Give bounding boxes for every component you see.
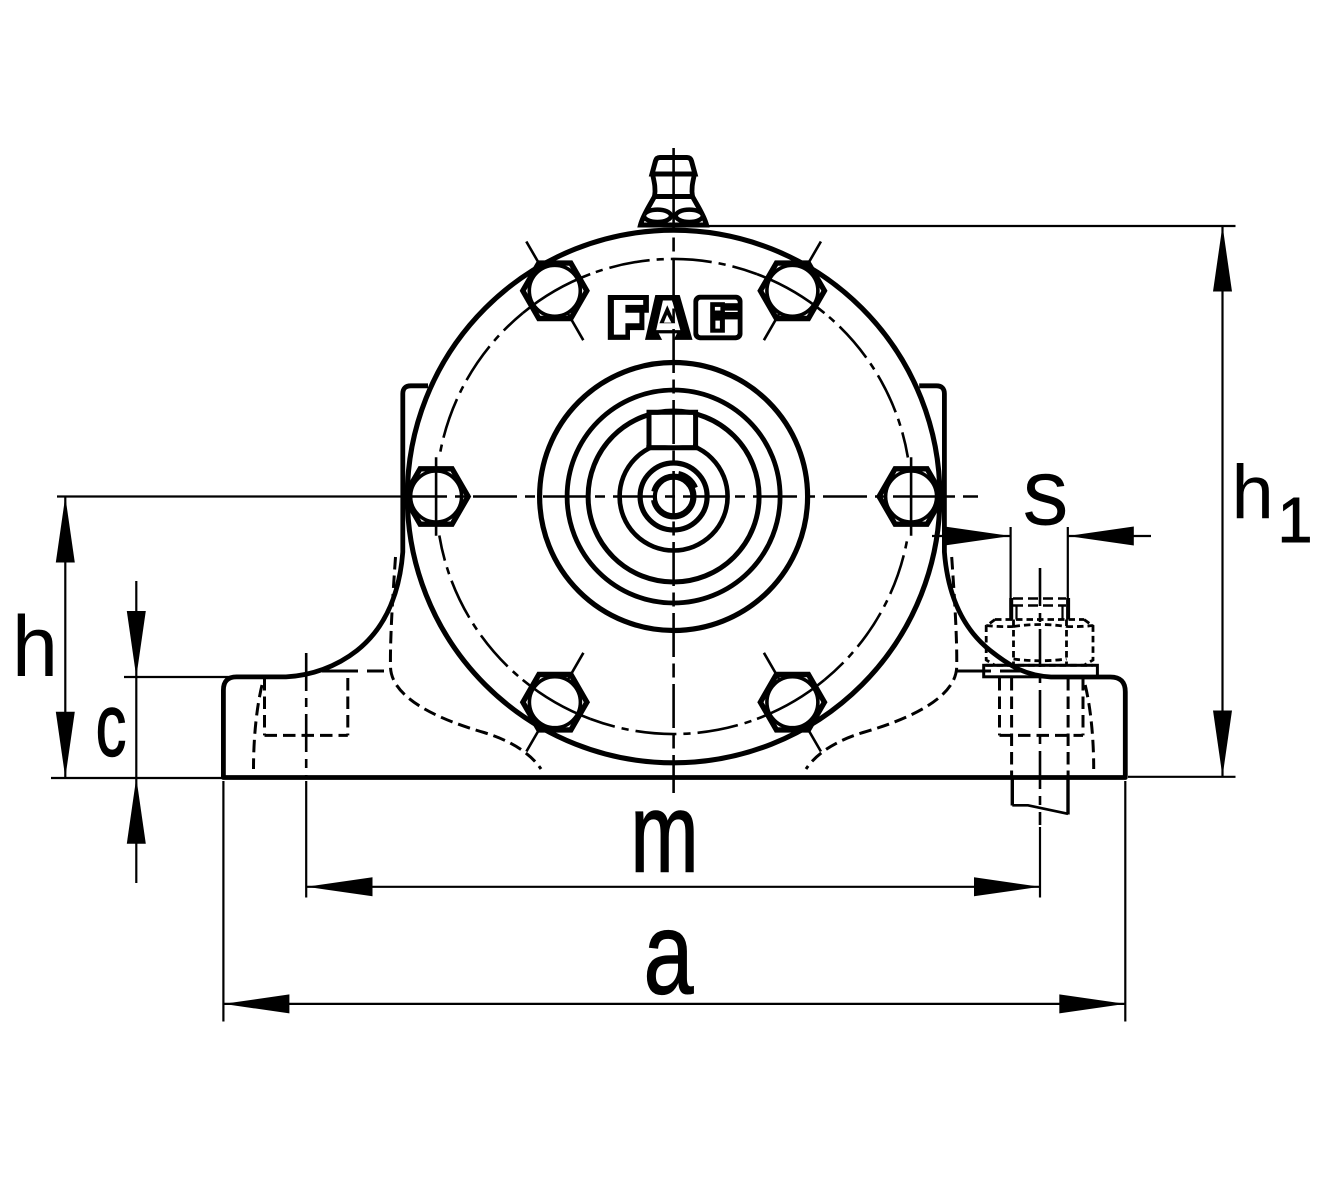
- svg-text:h: h: [12, 599, 58, 695]
- svg-text:s: s: [1023, 440, 1069, 546]
- svg-text:h: h: [1232, 450, 1274, 535]
- svg-text:a: a: [644, 888, 695, 1019]
- svg-text:1: 1: [1278, 484, 1313, 556]
- svg-text:c: c: [96, 676, 127, 775]
- svg-text:m: m: [631, 771, 699, 896]
